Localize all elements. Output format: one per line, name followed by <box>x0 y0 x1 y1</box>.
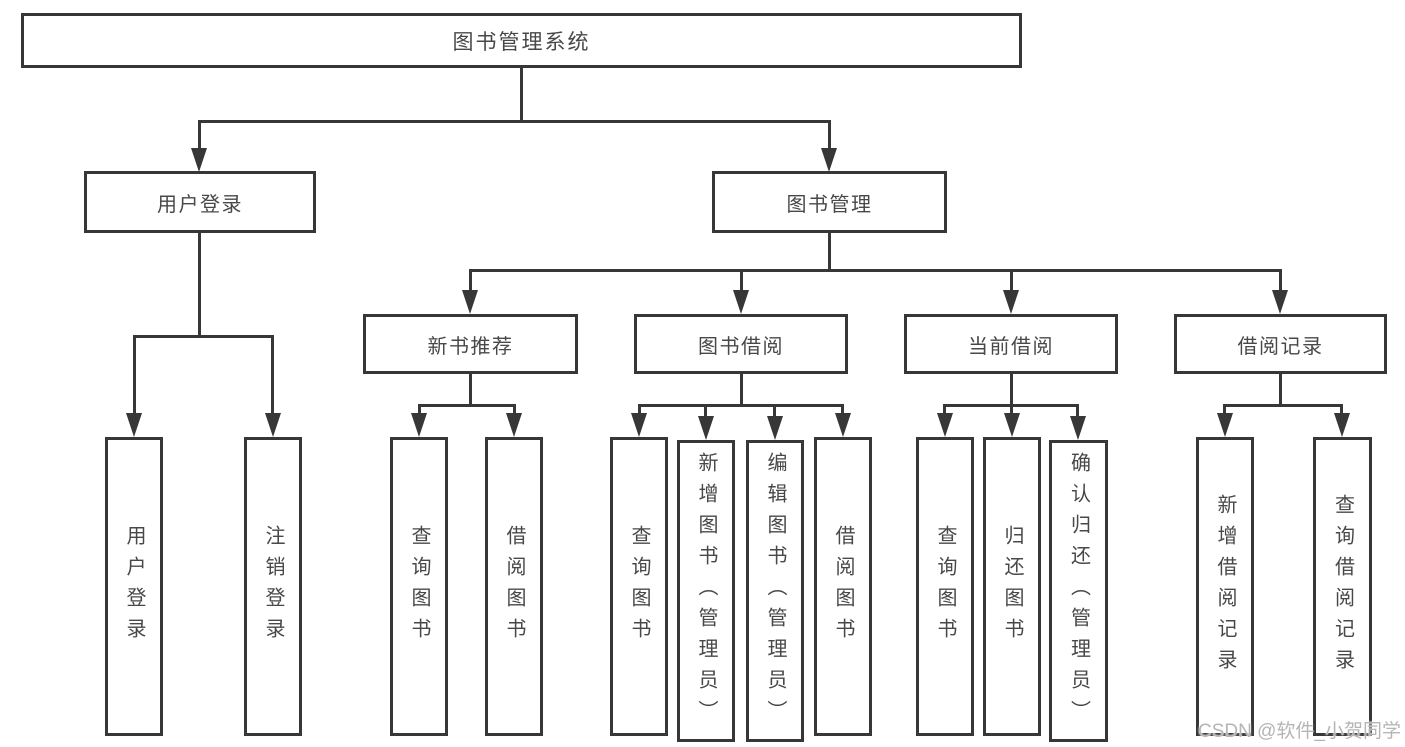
arrow-down-icon <box>1217 413 1233 437</box>
connector-drop <box>773 404 776 419</box>
arrow-down-icon <box>411 413 427 437</box>
leaf-query-borrow-record: 查询借阅记录 <box>1313 437 1372 736</box>
node-new-book-recommend: 新书推荐 <box>363 314 578 374</box>
arrow-down-icon <box>1272 290 1288 314</box>
connector-drop-book-borrow <box>740 269 743 294</box>
leaf-add-book-admin: 新增图书（管理员） <box>677 440 735 742</box>
connector-drop <box>513 404 516 418</box>
connector-drop <box>1223 404 1226 418</box>
leaf-logout: 注销登录 <box>244 437 302 736</box>
leaf-query-books: 查询图书 <box>610 437 668 736</box>
connector-drop-current-borrow <box>1010 269 1013 294</box>
arrow-down-icon <box>1070 416 1086 440</box>
connector-records-stem <box>1279 374 1282 407</box>
node-current-borrow: 当前借阅 <box>904 314 1118 374</box>
arrow-down-icon <box>733 290 749 314</box>
csdn-watermark: CSDN @软件_小贺同学 <box>1198 721 1401 742</box>
connector-mgmt-stem <box>828 233 831 272</box>
connector-drop-login-leaf <box>133 335 136 418</box>
node-user-login: 用户登录 <box>84 171 316 233</box>
connector-drop-book-management <box>828 120 831 152</box>
connector-root-stem <box>520 68 523 122</box>
leaf-add-borrow-record: 新增借阅记录 <box>1196 437 1254 736</box>
leaf-return-book: 归还图书 <box>983 437 1041 736</box>
arrow-down-icon <box>1003 290 1019 314</box>
node-root: 图书管理系统 <box>21 13 1022 68</box>
arrow-down-icon <box>937 413 953 437</box>
node-book-borrow: 图书借阅 <box>634 314 848 374</box>
connector-drop <box>638 404 641 418</box>
arrow-down-icon <box>126 413 142 437</box>
connector-records-crossbar <box>1223 404 1343 407</box>
connector-drop <box>943 404 946 418</box>
arrow-down-icon <box>631 413 647 437</box>
connector-drop-logout-leaf <box>271 335 274 418</box>
connector-borrow-crossbar <box>638 404 844 407</box>
connector-newbook-crossbar <box>418 404 516 407</box>
node-borrow-records: 借阅记录 <box>1174 314 1387 374</box>
arrow-down-icon <box>835 413 851 437</box>
connector-drop <box>704 404 707 419</box>
connector-login-crossbar <box>133 335 274 338</box>
connector-drop-user-login <box>198 120 201 152</box>
arrow-down-icon <box>1004 413 1020 437</box>
connector-newbook-stem <box>469 374 472 407</box>
leaf-edit-book-admin: 编辑图书（管理员） <box>746 440 804 742</box>
connector-drop <box>418 404 421 418</box>
leaf-confirm-return-admin: 确认归还（管理员） <box>1049 440 1108 742</box>
connector-drop-new-books <box>469 269 472 294</box>
arrow-down-icon <box>265 413 281 437</box>
leaf-borrow-books: 借阅图书 <box>814 437 872 736</box>
node-book-management: 图书管理 <box>712 171 947 233</box>
arrow-down-icon <box>821 148 837 172</box>
connector-root-crossbar <box>198 120 831 123</box>
connector-drop <box>1010 404 1013 418</box>
arrow-down-icon <box>462 290 478 314</box>
leaf-query-books: 查询图书 <box>916 437 974 736</box>
connector-login-stem <box>198 233 201 338</box>
connector-drop <box>1076 404 1079 419</box>
connector-drop <box>1340 404 1343 418</box>
arrow-down-icon <box>1334 413 1350 437</box>
arrow-down-icon <box>767 416 783 440</box>
arrow-down-icon <box>506 413 522 437</box>
leaf-query-books: 查询图书 <box>390 437 448 736</box>
leaf-borrow-books: 借阅图书 <box>485 437 543 736</box>
connector-drop-borrow-records <box>1279 269 1282 294</box>
arrow-down-icon <box>191 148 207 172</box>
connector-drop <box>841 404 844 418</box>
connector-current-stem <box>1010 374 1013 407</box>
connector-borrow-stem <box>740 374 743 407</box>
leaf-user-login: 用户登录 <box>105 437 163 736</box>
arrow-down-icon <box>698 416 714 440</box>
connector-mgmt-crossbar <box>469 269 1282 272</box>
